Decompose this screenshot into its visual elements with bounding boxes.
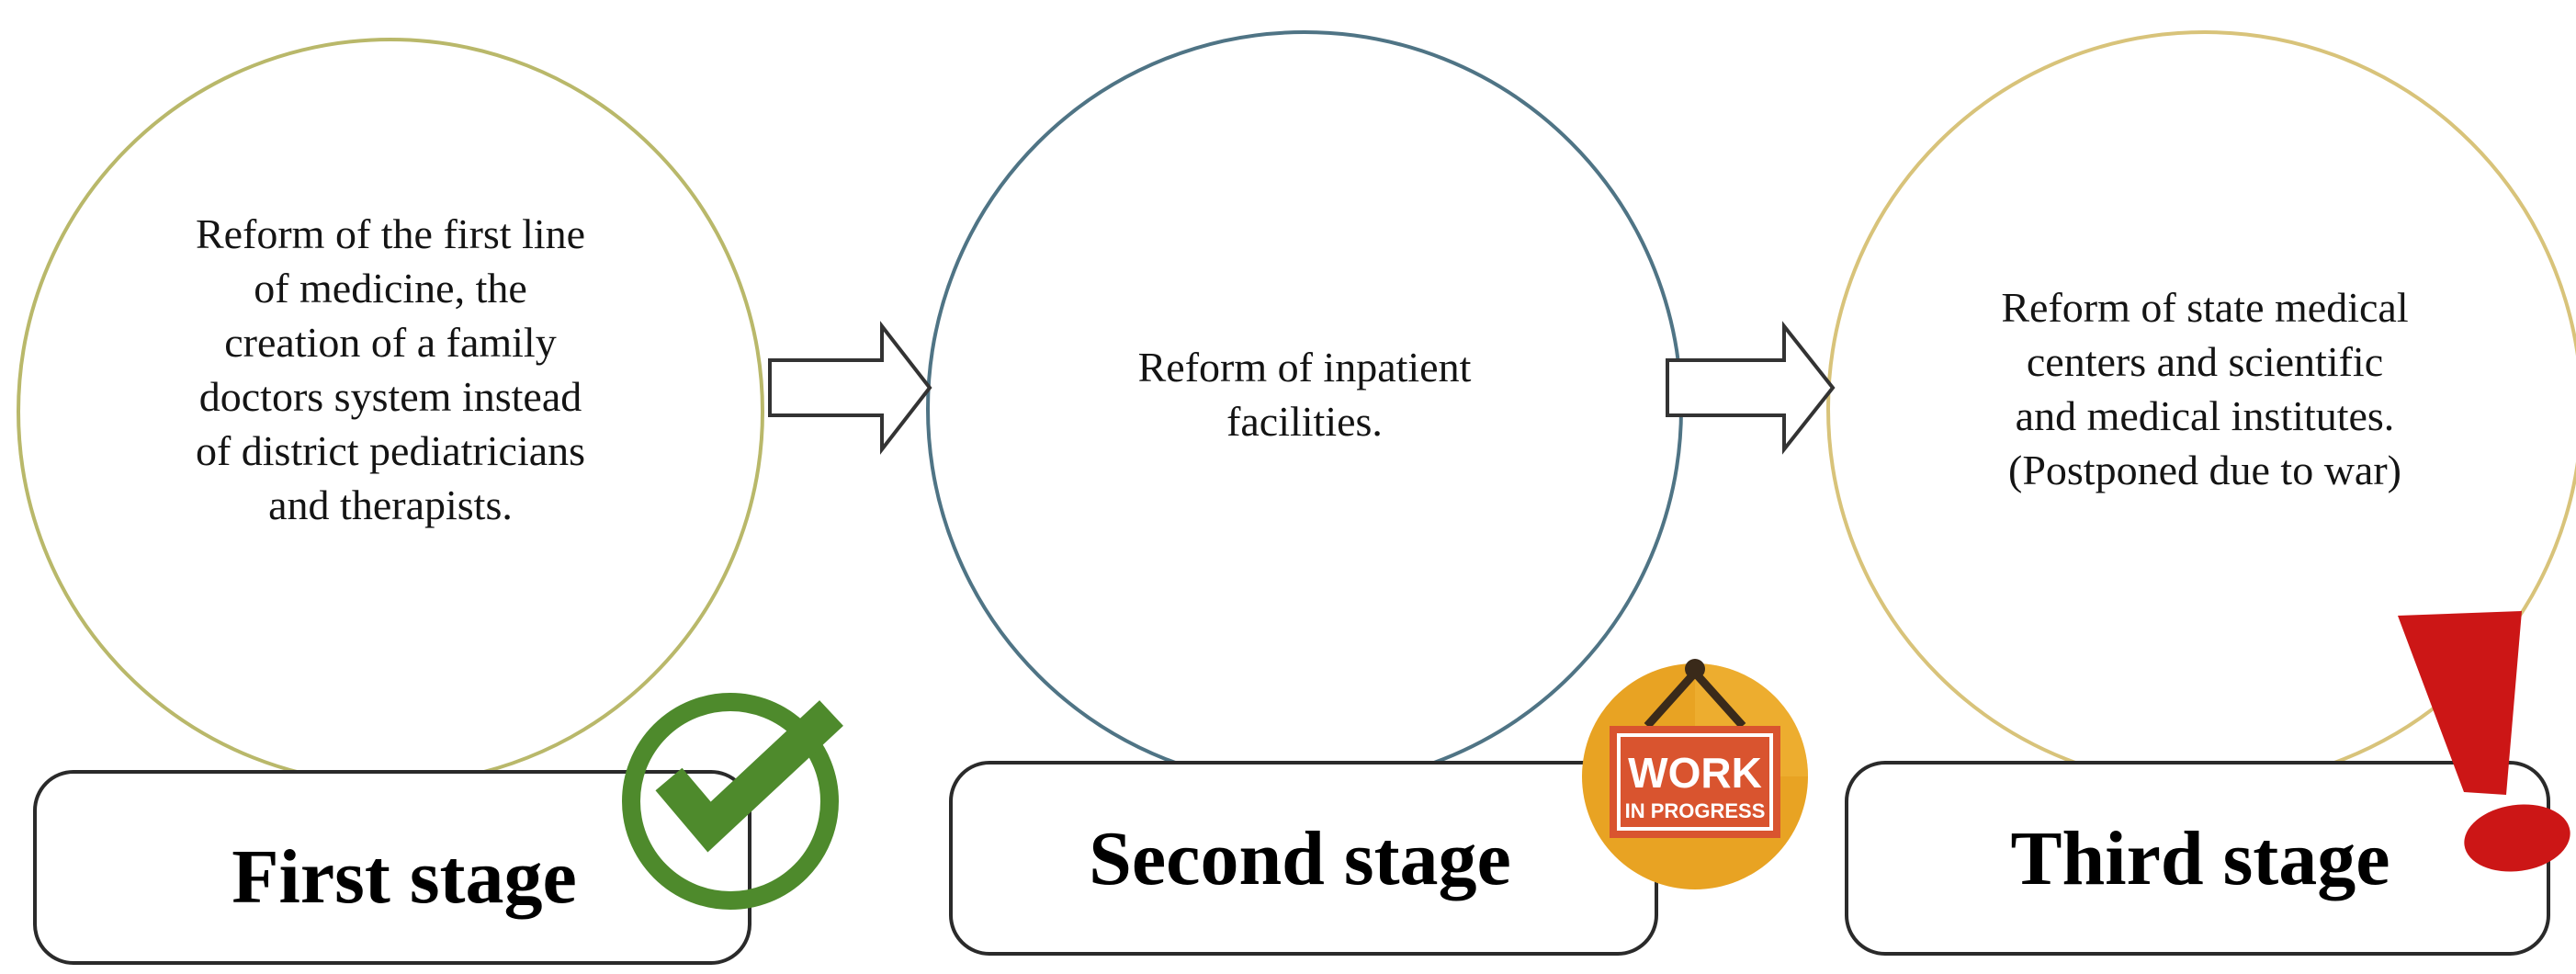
description-line: Reform of inpatient: [1137, 344, 1472, 391]
arrow-right-icon: [768, 321, 932, 455]
stage-1-description: Reform of the first line of medicine, th…: [87, 207, 694, 532]
work-in-progress-sign-icon: WORK IN PROGRESS: [1582, 659, 1808, 889]
description-line: (Postponed due to war): [2008, 447, 2401, 493]
wip-badge-line-2: IN PROGRESS: [1625, 799, 1766, 822]
exclamation-mark-icon: [2398, 611, 2570, 872]
stage-1-label: First stage: [232, 834, 577, 920]
description-line: Reform of state medical: [2001, 284, 2409, 331]
description-line: and therapists.: [268, 481, 513, 528]
arrow-right-icon: [1666, 321, 1836, 455]
description-line: facilities.: [1226, 398, 1383, 445]
description-line: of district pediatricians: [195, 427, 586, 474]
stage-3-label: Third stage: [2010, 816, 2390, 901]
description-line: doctors system instead: [198, 373, 582, 420]
stage-3-description: Reform of state medical centers and scie…: [1911, 280, 2499, 497]
description-line: Reform of the first line: [195, 210, 586, 257]
description-line: and medical institutes.: [2015, 392, 2395, 439]
wip-badge-line-1: WORK: [1628, 749, 1762, 797]
stage-2-label: Second stage: [1089, 816, 1511, 901]
checkmark-icon: [622, 693, 843, 910]
description-line: of medicine, the: [254, 265, 527, 311]
description-line: centers and scientific: [2026, 338, 2384, 385]
stage-1-label-box: [33, 770, 751, 965]
description-line: creation of a family: [224, 319, 557, 366]
stage-2-description: Reform of inpatient facilities.: [1011, 340, 1599, 448]
